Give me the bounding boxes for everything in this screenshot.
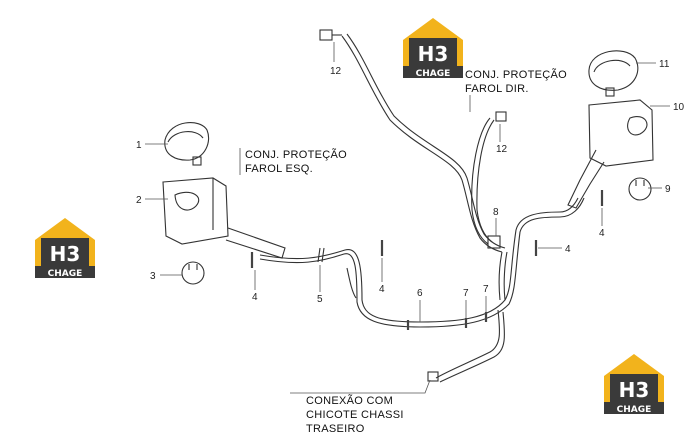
callout-4-mid: 4 bbox=[379, 284, 385, 295]
label-right-assembly-1: CONJ. PROTEÇÃO bbox=[465, 68, 567, 81]
label-left-assembly-2: FAROL ESQ. bbox=[245, 163, 313, 175]
callout-3: 3 bbox=[150, 271, 156, 282]
callout-4-right: 4 bbox=[565, 244, 571, 255]
callout-7-left: 7 bbox=[463, 288, 469, 299]
watermark-logo-right: H3 CHAGE bbox=[604, 354, 664, 415]
callout-12-top: 12 bbox=[330, 66, 342, 77]
callout-4-far-right: 4 bbox=[599, 228, 605, 239]
callout-9: 9 bbox=[665, 184, 671, 195]
watermark-logo-right-mark: H3 bbox=[619, 378, 650, 402]
left-bracket bbox=[162, 177, 286, 259]
callout-numbers: 1 2 3 4 5 4 6 7 7 8 4 4 9 10 11 12 12 bbox=[136, 59, 685, 305]
watermark-logo-left-mark: H3 bbox=[50, 242, 81, 266]
label-connection-2: CHICOTE CHASSI bbox=[306, 409, 404, 421]
label-left-assembly-1: CONJ. PROTEÇÃO bbox=[245, 148, 347, 161]
watermark-logo-left-word: CHAGE bbox=[48, 269, 83, 279]
callout-10: 10 bbox=[673, 102, 685, 113]
callout-7-right: 7 bbox=[483, 284, 489, 295]
watermark-logo-right-word: CHAGE bbox=[617, 405, 652, 415]
left-small-lamp bbox=[181, 261, 205, 285]
label-right-assembly-2: FAROL DIR. bbox=[465, 83, 529, 95]
watermark-logo-top: H3 CHAGE bbox=[403, 18, 463, 79]
callout-11: 11 bbox=[659, 59, 670, 70]
watermark-logo-top-word: CHAGE bbox=[416, 69, 451, 79]
left-headlamp bbox=[164, 122, 210, 166]
watermark-logo-top-mark: H3 bbox=[418, 42, 449, 66]
callout-8: 8 bbox=[493, 207, 499, 218]
right-small-lamp bbox=[628, 177, 652, 201]
callout-12-mid: 12 bbox=[496, 144, 508, 155]
right-headlamp bbox=[588, 50, 639, 97]
harness-upper bbox=[319, 29, 507, 253]
right-bracket bbox=[567, 99, 654, 209]
watermark-logo-left: H3 CHAGE bbox=[35, 218, 95, 279]
assembly-labels: CONJ. PROTEÇÃO FAROL ESQ. CONJ. PROTEÇÃO… bbox=[245, 68, 567, 435]
callout-6: 6 bbox=[417, 288, 423, 299]
leader-lines bbox=[145, 42, 670, 394]
callout-1: 1 bbox=[136, 140, 142, 151]
label-connection-1: CONEXÃO COM bbox=[306, 394, 393, 407]
callout-5: 5 bbox=[317, 294, 323, 305]
harness-main bbox=[259, 197, 585, 383]
label-connection-3: TRASEIRO bbox=[306, 423, 365, 435]
callout-2: 2 bbox=[136, 195, 142, 206]
clip-markers bbox=[250, 190, 604, 330]
callout-4-left: 4 bbox=[252, 292, 258, 303]
